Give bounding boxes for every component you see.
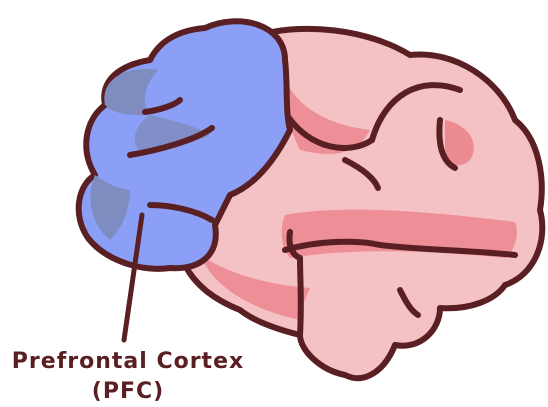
pfc-label-abbreviation: (PFC) xyxy=(0,378,256,406)
pfc-label: Prefrontal Cortex xyxy=(0,348,256,376)
